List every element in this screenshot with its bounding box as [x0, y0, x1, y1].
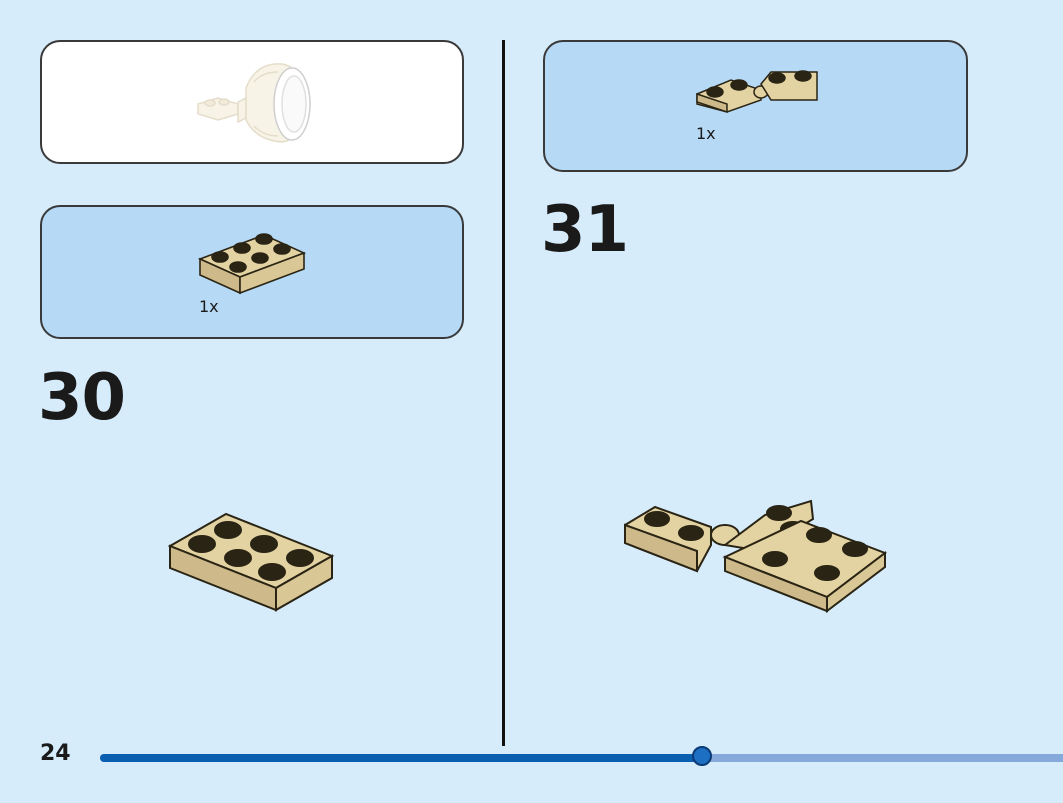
preview-box	[40, 40, 464, 164]
part-quantity: 1x	[696, 124, 716, 143]
step-number: 30	[38, 361, 126, 435]
tan-plate-2x3-icon	[197, 233, 307, 295]
tan-plate-2x3-icon	[167, 512, 335, 612]
page-number: 24	[40, 741, 71, 766]
parts-box-step-30: 1x	[40, 205, 464, 339]
column-divider	[502, 40, 505, 746]
minifigure-helmet-preview-icon	[197, 63, 311, 143]
tan-hinge-plate-assembly-icon	[624, 499, 888, 614]
parts-box-step-31: 1x	[543, 40, 968, 172]
tan-hinge-plate-icon	[696, 70, 818, 114]
progress-fill	[100, 754, 704, 762]
step-number: 31	[541, 193, 629, 267]
progress-bar	[100, 746, 1063, 766]
part-quantity: 1x	[199, 297, 219, 316]
progress-knob	[691, 746, 712, 766]
